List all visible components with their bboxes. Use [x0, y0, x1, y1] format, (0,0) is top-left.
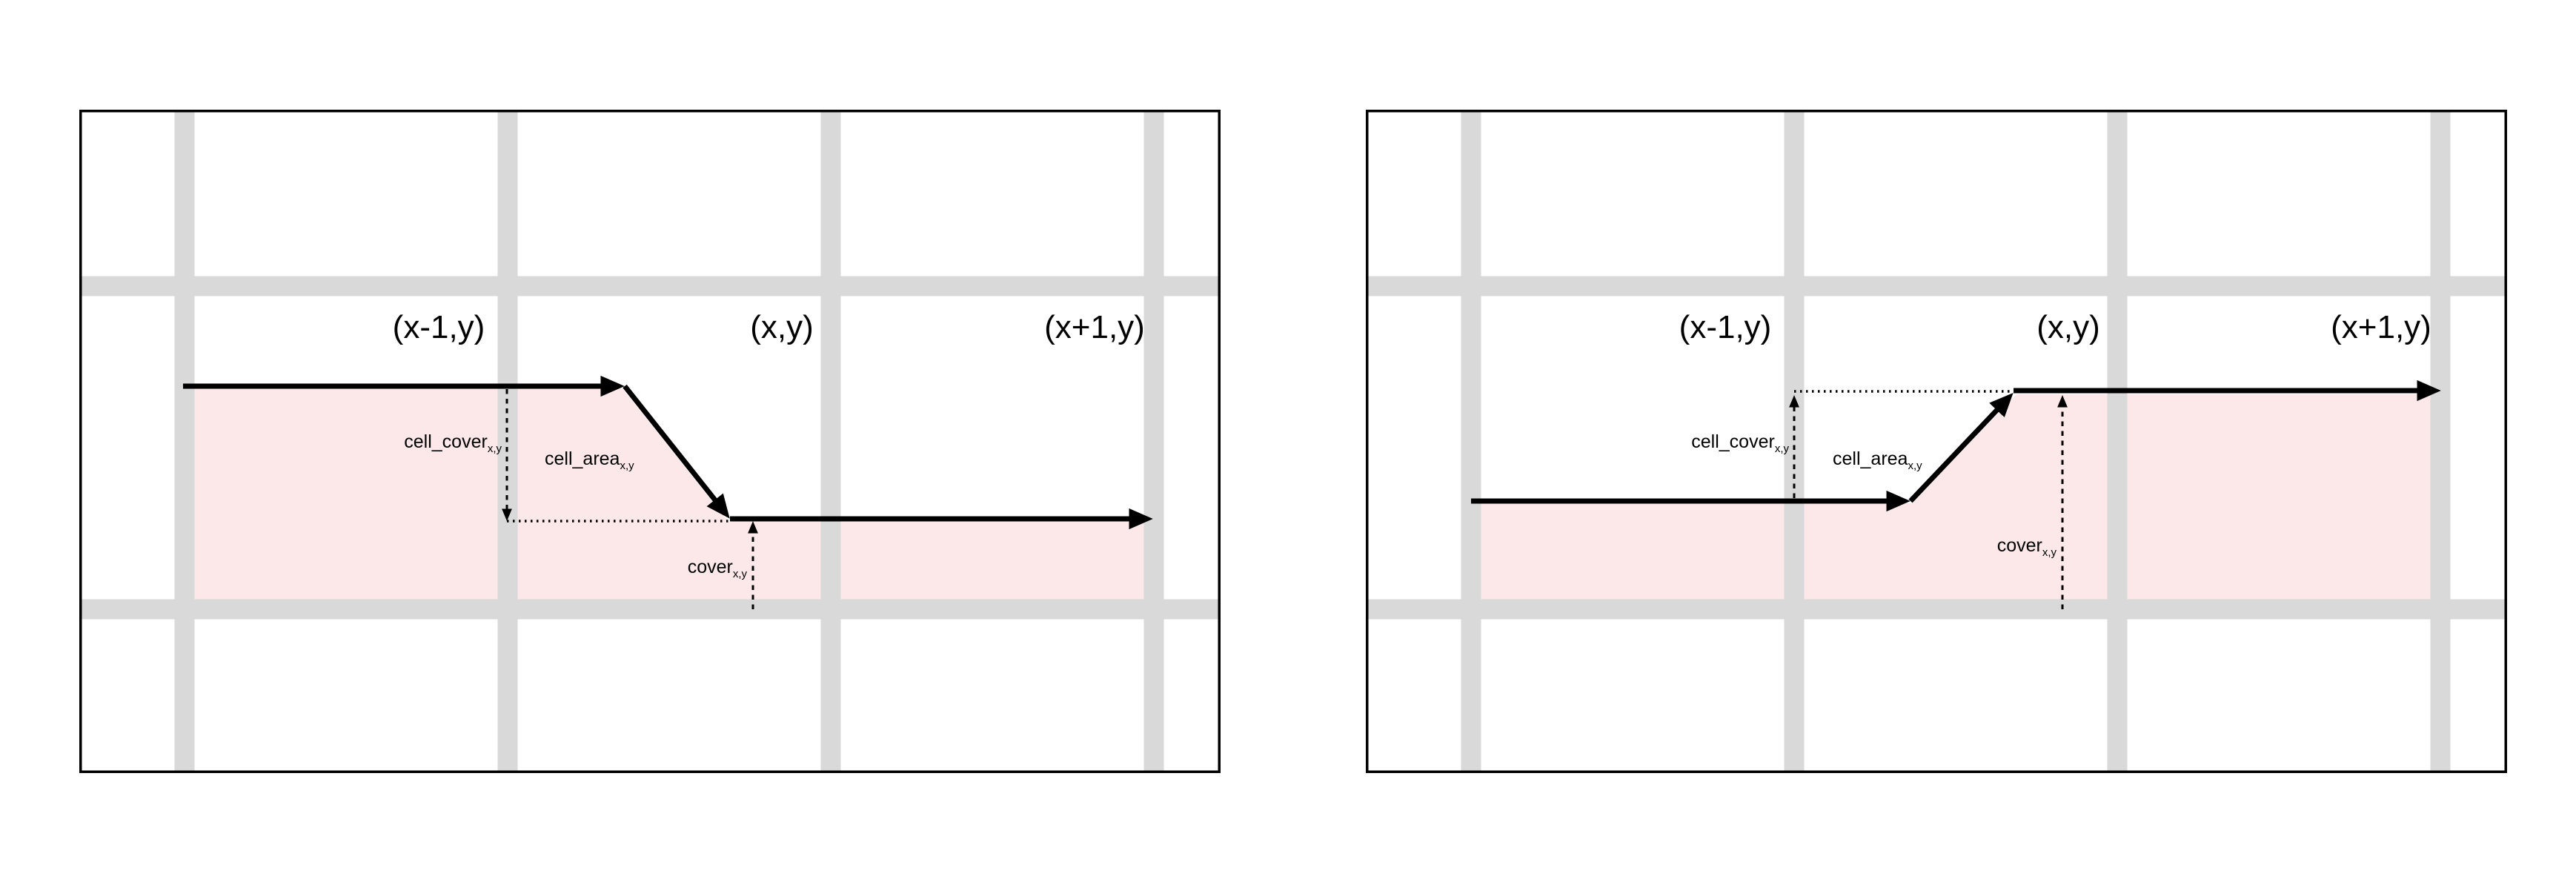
cell-label-x-minus-1: (x-1,y)	[393, 309, 485, 345]
panel-left-svg: (x-1,y) (x,y) (x+1,y) cell_coverx,y cell…	[79, 110, 1221, 773]
annotation-cell-area-subscript: x,y	[620, 460, 634, 472]
contour-edge-path	[1471, 379, 2441, 512]
grid-row-line	[1366, 276, 2507, 296]
annotation-cover-text: cover	[688, 557, 733, 577]
annotation-cell-area-text: cell_area	[1833, 448, 1908, 469]
annotation-cell-cover: cell_coverx,y	[1691, 431, 1789, 455]
annotation-cell-cover-text: cell_cover	[404, 431, 488, 452]
grid-column-line	[174, 110, 195, 773]
annotation-cell-cover-subscript: x,y	[1775, 442, 1790, 455]
contour-edge-path	[183, 375, 1153, 530]
cell-label-x: (x,y)	[2036, 309, 2100, 345]
cell-label-x-minus-1: (x-1,y)	[1679, 309, 1772, 345]
grid-column-line	[2430, 110, 2451, 773]
figure-panel-right: (x-1,y) (x,y) (x+1,y) cell_coverx,y cell…	[1366, 110, 2507, 773]
grid-column-line	[1784, 110, 1805, 773]
panel-border	[79, 110, 1221, 773]
grid-row-line	[79, 276, 1221, 296]
annotation-cover-subscript: x,y	[733, 568, 748, 580]
annotation-cell-area-subscript: x,y	[1908, 460, 1922, 472]
grid-row-line	[1366, 599, 2507, 620]
grid-row-line	[79, 599, 1221, 620]
panel-border	[1366, 110, 2507, 773]
annotation-cell-area-text: cell_area	[545, 448, 620, 469]
edge-segment-diagonal	[1908, 392, 2014, 503]
grid-column-line	[1461, 110, 1481, 773]
figure-panel-left: (x-1,y) (x,y) (x+1,y) cell_coverx,y cell…	[79, 110, 1221, 773]
panel-right-svg: (x-1,y) (x,y) (x+1,y) cell_coverx,y cell…	[1366, 110, 2507, 773]
annotation-cell-area: cell_areax,y	[1833, 448, 1922, 472]
annotation-cover-subscript: x,y	[2042, 546, 2057, 559]
coverage-region	[183, 388, 1155, 609]
annotation-cover: coverx,y	[688, 557, 748, 580]
annotation-cell-cover: cell_coverx,y	[404, 431, 502, 455]
cell-label-x-plus-1: (x+1,y)	[1044, 309, 1145, 345]
grid-column-line	[820, 110, 841, 773]
annotation-cell-cover-text: cell_cover	[1691, 431, 1775, 452]
cell-label-x: (x,y)	[750, 309, 814, 345]
grid-column-line	[2107, 110, 2128, 773]
grid-column-line	[1143, 110, 1164, 773]
pixel-grid	[79, 110, 1221, 773]
coverage-region	[1471, 394, 2442, 609]
annotation-cover-text: cover	[1997, 535, 2042, 556]
pixel-grid	[1366, 110, 2507, 773]
edge-segment-diagonal	[623, 384, 730, 519]
annotation-cell-cover-subscript: x,y	[488, 442, 502, 455]
annotation-cover: coverx,y	[1997, 535, 2057, 559]
annotation-cell-area: cell_areax,y	[545, 448, 634, 472]
cell-label-x-plus-1: (x+1,y)	[2331, 309, 2431, 345]
